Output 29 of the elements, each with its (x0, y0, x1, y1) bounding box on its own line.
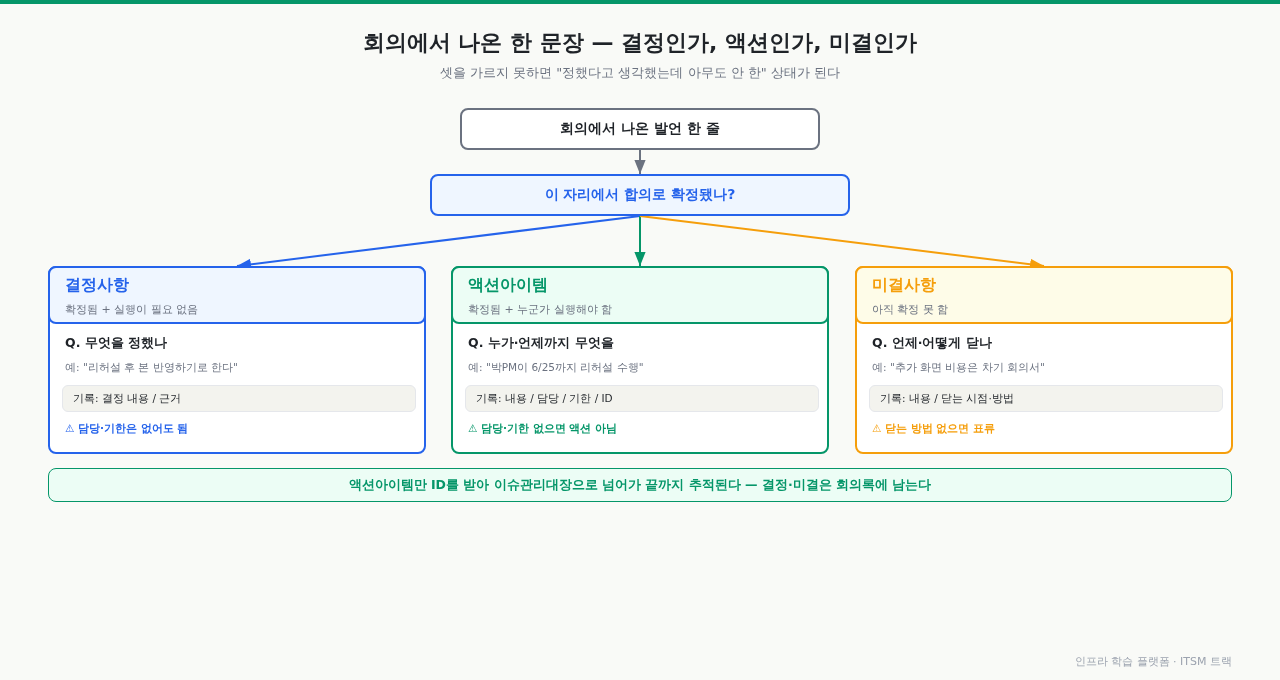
question-text: Q. 누가·언제까지 무엇을 (468, 335, 614, 352)
category-card (451, 266, 829, 454)
card-heading: 결정사항 (65, 275, 129, 296)
title: 회의에서 나온 한 문장 — 결정인가, 액션인가, 미결인가 (362, 30, 918, 55)
footer-note: 인프라 학습 플랫폼 · ITSM 트랙 (1074, 655, 1232, 668)
card-heading: 액션아이템 (468, 275, 548, 296)
record-box: 기록: 내용 / 닫는 시점·방법 (869, 385, 1223, 412)
card-heading: 미결사항 (872, 275, 936, 296)
example-text: 예: "리허설 후 본 반영하기로 한다" (65, 361, 238, 375)
question-text: Q. 무엇을 정했나 (65, 335, 168, 352)
example-text: 예: "추가 화면 비용은 차기 회의서" (872, 361, 1045, 375)
category-card (48, 266, 426, 454)
category-card (855, 266, 1233, 454)
summary-banner: 액션아이템만 ID를 받아 이슈관리대장으로 넘어가 끝까지 추적된다 — 결정·미결은 회의록에 남는다 (48, 468, 1232, 502)
card-subtitle: 확정됨 + 실행이 필요 없음 (65, 302, 199, 317)
statement-box: 회의에서 나온 발언 한 줄 (460, 108, 820, 150)
arrow (634, 215, 646, 267)
arrow (634, 149, 646, 175)
record-box: 기록: 결정 내용 / 근거 (62, 385, 416, 412)
subtitle: 셋을 가르지 못하면 "정했다고 생각했는데 아무도 안 한" 상태가 된다 (439, 65, 841, 80)
warning-text: ⚠ 담당·기한 없으면 액션 아님 (468, 422, 618, 436)
question-text: Q. 언제·어떻게 닫나 (872, 335, 992, 352)
card-subtitle: 아직 확정 못 함 (872, 302, 949, 317)
card-subtitle: 확정됨 + 누군가 실행해야 함 (468, 302, 613, 317)
example-text: 예: "박PM이 6/25까지 리허설 수행" (468, 361, 644, 375)
warning-text: ⚠ 닫는 방법 없으면 표류 (872, 422, 996, 436)
record-box: 기록: 내용 / 담당 / 기한 / ID (465, 385, 819, 412)
question-box: 이 자리에서 합의로 확정됐나? (430, 174, 850, 216)
warning-text: ⚠ 담당·기한은 없어도 됨 (65, 422, 189, 436)
